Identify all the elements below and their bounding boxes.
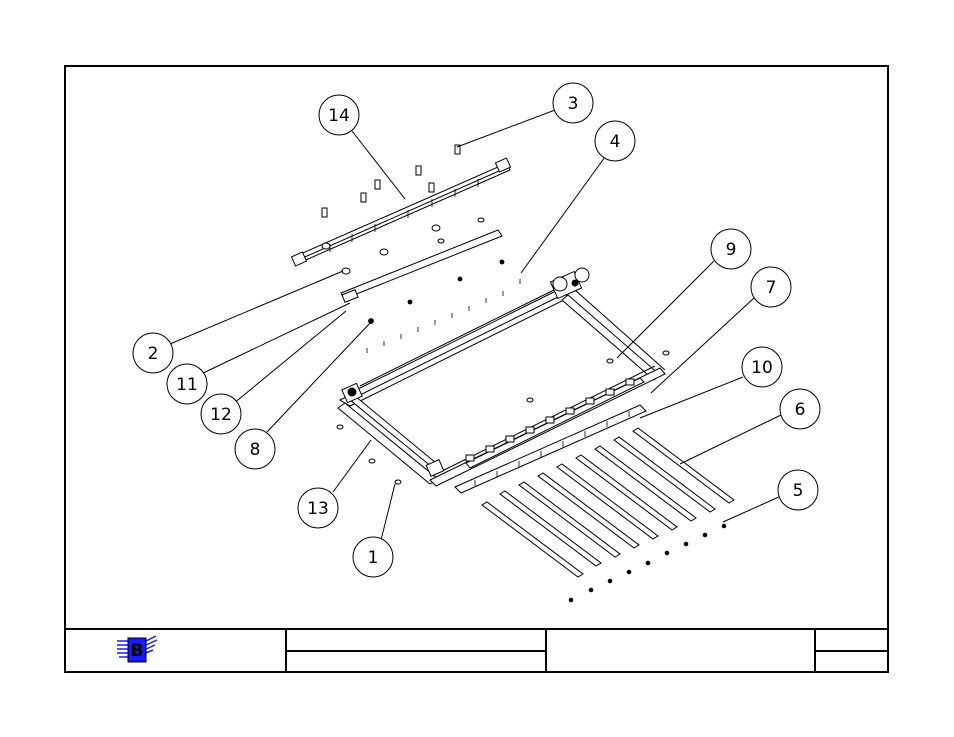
callout-13-label: 13 bbox=[307, 499, 329, 519]
title-block bbox=[65, 629, 888, 672]
callout-6-label: 6 bbox=[795, 400, 806, 420]
callout-3: 3 bbox=[553, 83, 593, 123]
callout-4: 4 bbox=[595, 121, 635, 161]
callout-8-label: 8 bbox=[250, 440, 261, 460]
company-logo: B bbox=[117, 636, 157, 662]
callout-7: 7 bbox=[751, 267, 791, 307]
callout-13: 13 bbox=[298, 488, 338, 528]
callout-4-label: 4 bbox=[610, 132, 621, 152]
callout-14: 14 bbox=[319, 95, 359, 135]
callout-1-label: 1 bbox=[368, 548, 379, 568]
callout-5: 5 bbox=[778, 470, 818, 510]
part-6-guide-bars bbox=[482, 428, 734, 577]
callout-11-label: 11 bbox=[176, 375, 198, 395]
callout-9-label: 9 bbox=[726, 240, 737, 260]
callout-12-label: 12 bbox=[210, 405, 232, 425]
callout-12: 12 bbox=[201, 394, 241, 434]
exploded-assembly bbox=[291, 145, 734, 602]
callout-2-label: 2 bbox=[148, 344, 159, 364]
callout-6: 6 bbox=[780, 389, 820, 429]
callout-3-label: 3 bbox=[568, 94, 579, 114]
callout-10-label: 10 bbox=[751, 358, 773, 378]
callout-5-label: 5 bbox=[793, 481, 804, 501]
part-11-strip bbox=[341, 230, 502, 302]
part-13-main-frame bbox=[338, 285, 665, 486]
company-logo-letter: B bbox=[131, 641, 144, 661]
callout-leaders bbox=[170, 110, 781, 540]
callout-11: 11 bbox=[167, 364, 207, 404]
callout-10: 10 bbox=[742, 347, 782, 387]
callout-1: 1 bbox=[353, 537, 393, 577]
callout-2: 2 bbox=[133, 333, 173, 373]
callout-7-label: 7 bbox=[766, 278, 777, 298]
callout-9: 9 bbox=[711, 229, 751, 269]
callout-8: 8 bbox=[235, 429, 275, 469]
callout-14-label: 14 bbox=[328, 106, 350, 126]
